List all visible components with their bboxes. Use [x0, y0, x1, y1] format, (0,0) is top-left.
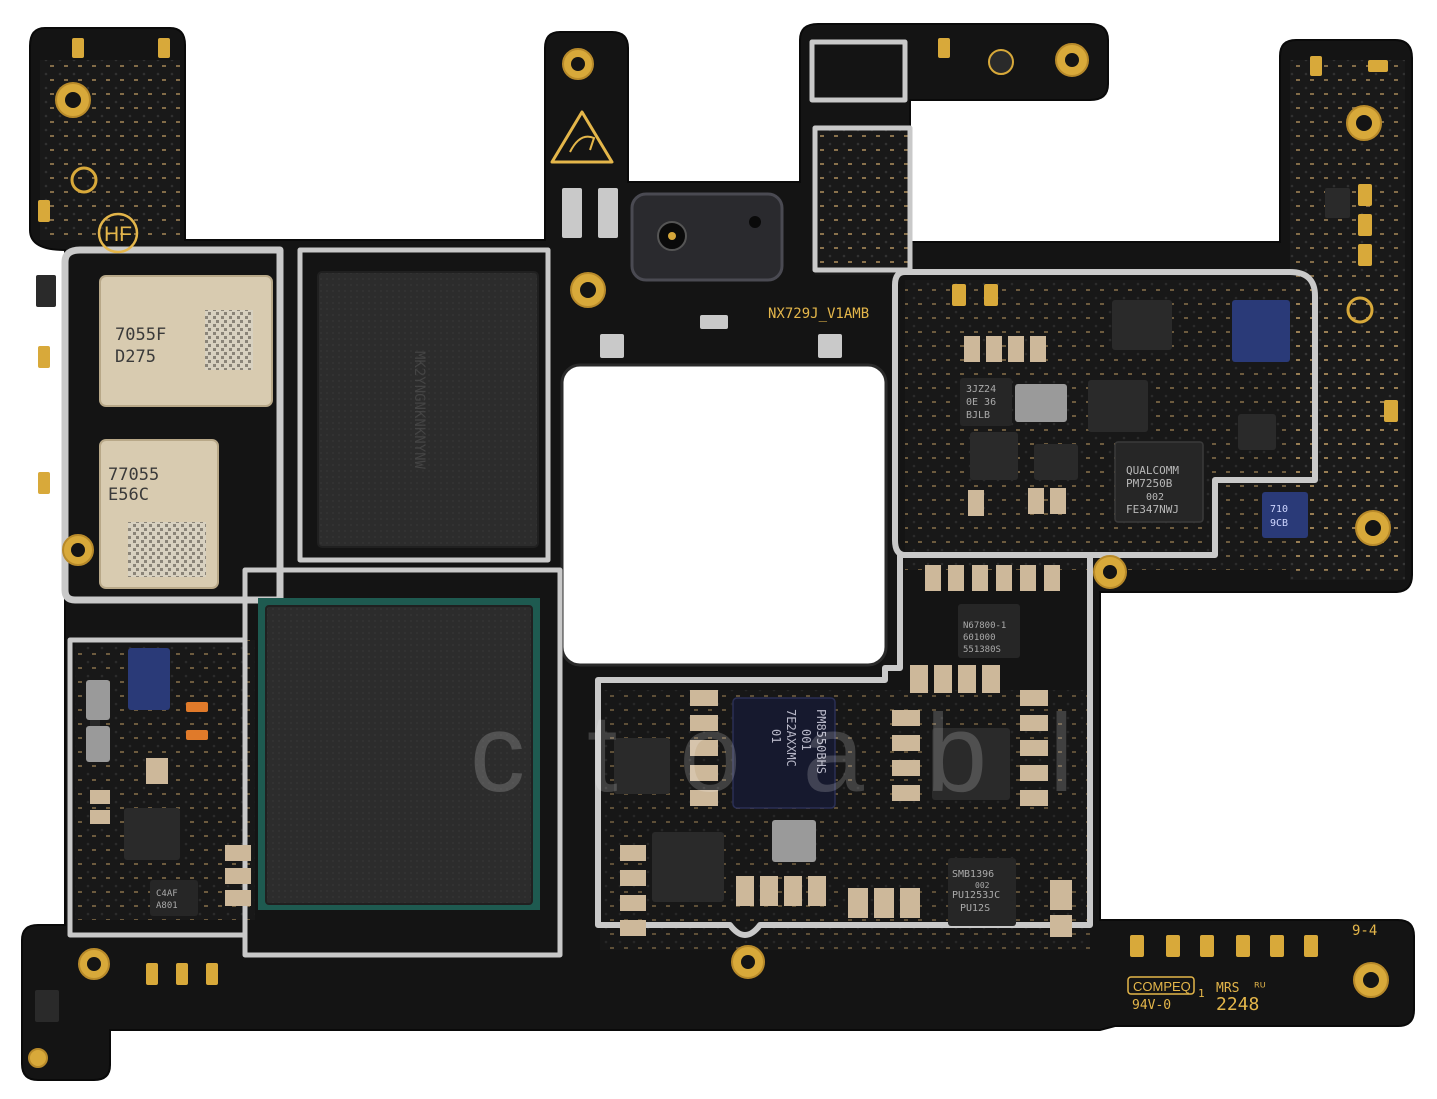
rf-module-1-line-1: 7055F	[115, 325, 166, 345]
ic-small-left-line-2: A801	[156, 901, 178, 911]
rf-module-1-line-2: D275	[115, 347, 156, 367]
ic-small-left-chip: C4AF A801	[150, 880, 198, 916]
mrs-label: MRS	[1216, 981, 1239, 996]
rf-module-2-line-1: 77055	[108, 465, 159, 485]
blue-chip-left	[128, 648, 170, 710]
ic-blue-right-line-2: 9CB	[1270, 518, 1288, 529]
gray-inductors	[86, 188, 1067, 862]
rf-module-2: 77055 E56C	[99, 439, 219, 589]
ic-right-chip-2: SMB1396 002 PU1253JC PU12S	[948, 858, 1016, 926]
blue-chip-top-right	[1232, 300, 1290, 362]
ic-right-2-line-3: PU1253JC	[952, 890, 1000, 901]
memory-chip-label: MK2YNGNKNKNYNW	[411, 351, 427, 470]
pmic-main-line-3: 002	[1146, 492, 1164, 503]
pmic-main-line-4: FE347NWJ	[1126, 503, 1179, 516]
hf-logo: HF	[97, 212, 139, 254]
pmic-main-line-1: QUALCOMM	[1126, 464, 1179, 477]
maker-label: COMPEQ	[1133, 979, 1191, 994]
pmic-main-line-2: PM7250B	[1126, 477, 1173, 490]
rating-label: 94V-0	[1132, 998, 1171, 1013]
rf-module-2-line-2: E56C	[108, 485, 149, 505]
maker-suffix: 1	[1198, 987, 1205, 1000]
ic-right-2-line-4: PU12S	[960, 903, 990, 914]
pmic-small-line-1: 3JZ24	[966, 384, 996, 395]
date-code: 2248	[1216, 994, 1259, 1015]
camera-sensor-module	[630, 192, 784, 282]
rf-module-1: 7055F D275	[99, 275, 273, 407]
ic-blue-right-line-1: 710	[1270, 504, 1288, 515]
hf-logo-text: HF	[104, 223, 132, 246]
shield-frames	[61, 39, 1318, 958]
ic-right-1-line-2: 601000	[963, 633, 996, 643]
ic-small-left-line-1: C4AF	[156, 889, 178, 899]
ic-right-2-line-1: SMB1396	[952, 869, 994, 880]
ic-right-1-line-3: 551380S	[963, 645, 1001, 655]
misc-chips	[35, 188, 1350, 1022]
coax-connectors	[70, 49, 1374, 324]
board-model-label: NX729J_V1AMB	[768, 306, 869, 322]
board-cutout	[560, 363, 888, 667]
ic-right-2-line-2: 002	[975, 881, 990, 890]
mounting-holes	[28, 43, 1391, 1068]
memory-chip-bottom	[258, 598, 540, 910]
capacitor-arrays	[90, 336, 1072, 937]
ic-blue-right-chip: 710 9CB	[1262, 492, 1308, 538]
maker-label-group: COMPEQ 1 94V-0 MRS ᴿᵁ 2248	[1127, 976, 1266, 1015]
contact-pads	[38, 38, 1398, 985]
pmic-small-line-2: 0E 36	[966, 397, 996, 408]
ic-center-line-4: 01	[769, 729, 783, 743]
memory-chip-top: MK2YNGNKNKNYNW	[317, 271, 539, 548]
ic-center-line-2: 001	[799, 729, 813, 751]
ic-center-chip: PM8550BHS 001 7E2AXXMC 01	[732, 697, 836, 809]
ic-right-chip-1: N67800-1 601000 551380S	[958, 604, 1020, 658]
ic-center-line-1: PM8550BHS	[814, 709, 828, 774]
pmic-small-line-3: BJLB	[966, 410, 990, 421]
pmic-main-chip: QUALCOMM PM7250B 002 FE347NWJ	[1114, 441, 1204, 523]
board-rev-label: 9-4	[1352, 923, 1377, 939]
ic-center-line-3: 7E2AXXMC	[784, 709, 798, 767]
esd-warning-icon	[550, 110, 614, 164]
ul-mark: ᴿᵁ	[1254, 981, 1266, 996]
pmic-small-chip: 3JZ24 0E 36 BJLB	[960, 378, 1012, 426]
ic-right-1-line-1: N67800-1	[963, 621, 1006, 631]
